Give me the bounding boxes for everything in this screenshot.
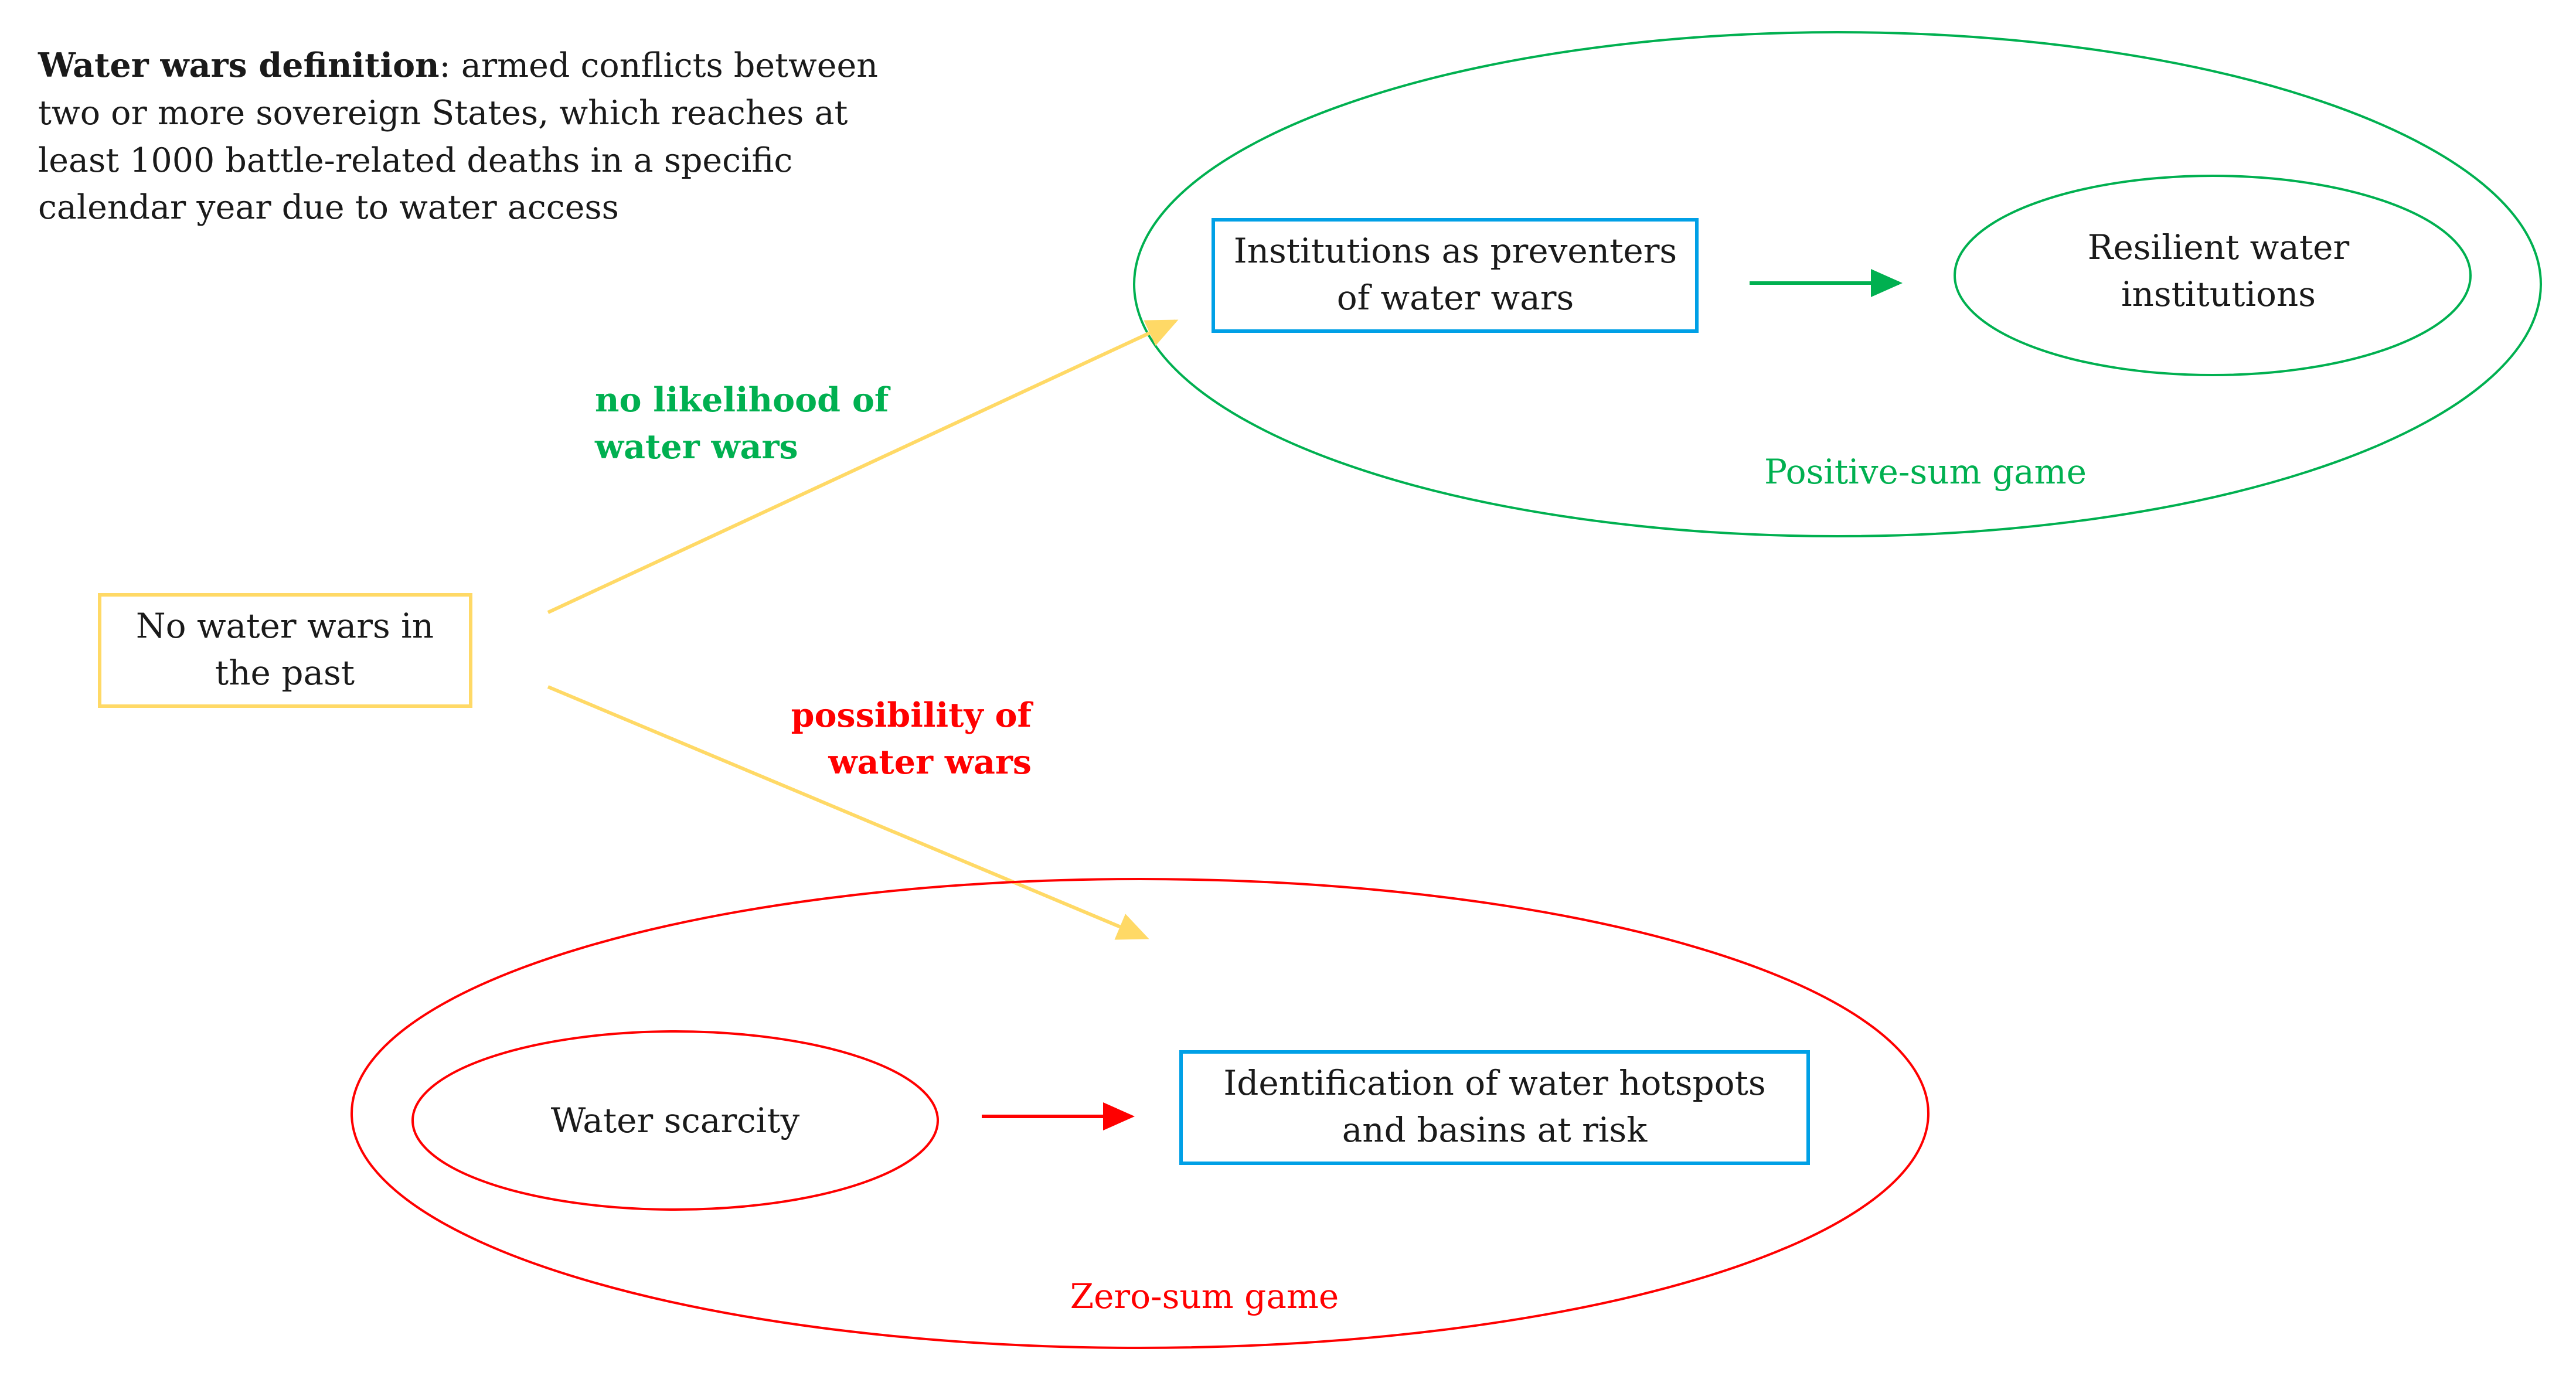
definition-line-4: calendar year due to water access bbox=[38, 188, 619, 227]
identification-box bbox=[1179, 1050, 1810, 1165]
resilient-line-1: Resilient water bbox=[2088, 227, 2350, 267]
start-node-line-1: No water wars in bbox=[136, 606, 434, 646]
positive-sum-label: Positive-sum game bbox=[1764, 452, 2087, 492]
lower-branch-label-1: possibility of bbox=[791, 696, 1034, 735]
start-node-line-2: the past bbox=[215, 653, 355, 693]
definition-term: Water wars definition bbox=[38, 46, 440, 85]
positive-sum-ellipse bbox=[1133, 31, 2542, 537]
definition-block: Water wars definition: armed conflicts b… bbox=[38, 46, 878, 227]
definition-line-3: least 1000 battle-related deaths in a sp… bbox=[38, 141, 792, 180]
identification-box-line-1: Identification of water hotspots bbox=[1223, 1063, 1765, 1103]
lower-branch-arrow bbox=[547, 685, 1149, 940]
zero-sum-ellipse bbox=[351, 878, 1930, 1349]
institutions-box-line-1: Institutions as preventers bbox=[1234, 231, 1677, 271]
institutions-box bbox=[1212, 218, 1699, 333]
water-scarcity-text: Water scarcity bbox=[551, 1101, 800, 1140]
upper-branch-label-2: water wars bbox=[594, 427, 798, 466]
resilient-line-2: institutions bbox=[2121, 274, 2316, 314]
definition-line-2: two or more sovereign States, which reac… bbox=[38, 94, 848, 132]
zero-sum-label: Zero-sum game bbox=[1070, 1276, 1339, 1316]
upper-branch-label-1: no likelihood of bbox=[595, 380, 891, 420]
lower-branch-label-2: water wars bbox=[828, 743, 1032, 782]
start-node-box bbox=[98, 593, 472, 708]
water-scarcity-ellipse bbox=[411, 1030, 939, 1211]
definition-line-1: Water wars definition: armed conflicts b… bbox=[38, 46, 878, 85]
resilient-ellipse bbox=[1954, 175, 2472, 376]
institutions-box-line-2: of water wars bbox=[1337, 278, 1574, 318]
definition-line-1-rest: : armed conflicts between bbox=[440, 46, 878, 85]
upper-branch-arrow bbox=[547, 319, 1179, 614]
identification-box-line-2: and basins at risk bbox=[1342, 1110, 1648, 1150]
